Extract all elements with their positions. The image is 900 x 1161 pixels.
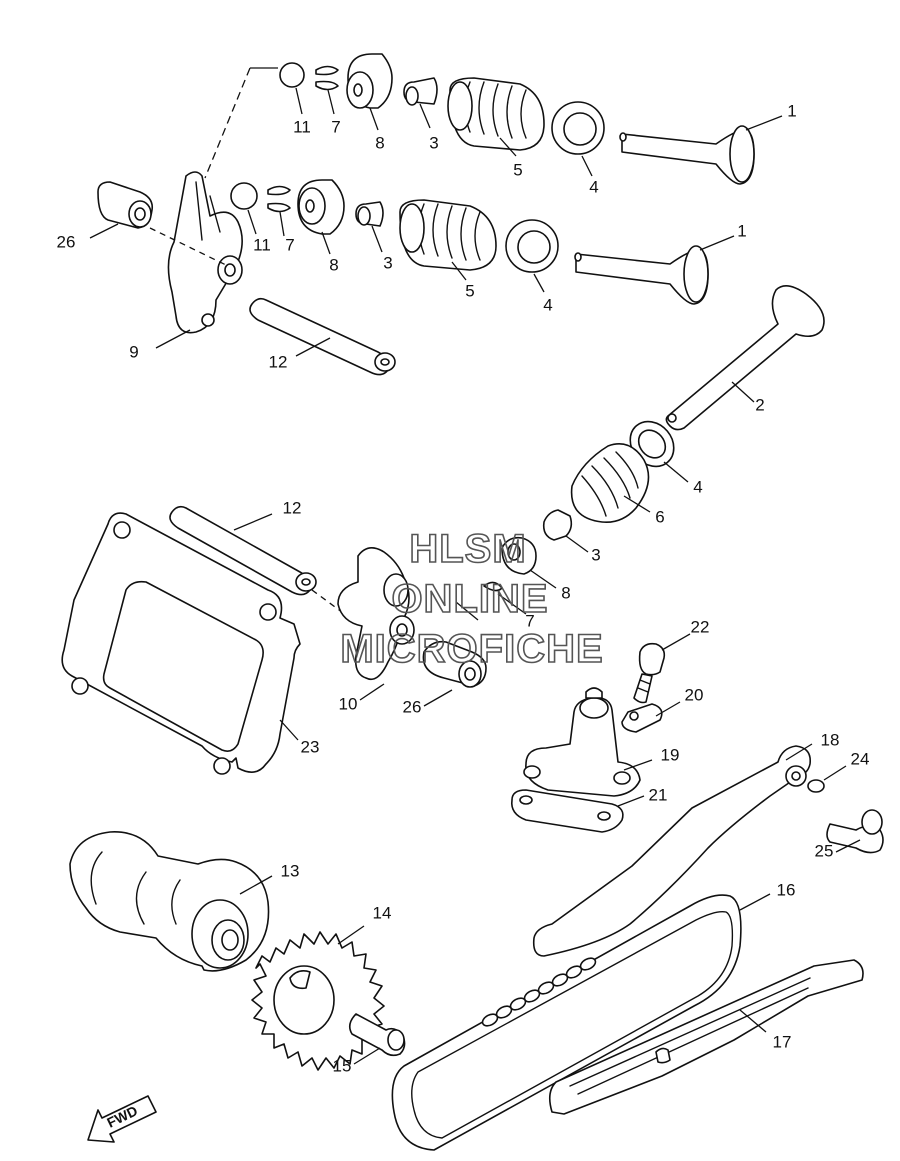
callout-5b: 5 [465,281,474,300]
forward-direction-arrow: FWD [87,1095,157,1143]
camshaft-13 [69,831,270,972]
callout-7c: 7 [525,611,534,630]
tensioner-bolt-22 [633,642,666,704]
callout-3b: 3 [383,253,392,272]
sprocket-bolt-15 [348,1013,406,1057]
valve-spring-6 [570,443,650,524]
spring-retainer-8b [297,179,345,235]
spring-retainer-8 [346,53,393,109]
tensioner-body-19 [523,687,641,797]
valve-cotter-11b [230,182,258,210]
watermark-line-3: MICROFICHE [340,627,603,671]
rocker-arm-upper-9 [167,171,243,334]
valve-clip-7 [315,65,339,91]
valve-seal-3b [355,201,384,227]
valve-seal-3 [403,77,438,106]
callout-8b: 8 [329,255,338,274]
callout-14: 14 [373,903,392,922]
callout-3a: 3 [429,133,438,152]
callout-11a: 11 [293,117,311,136]
callout-16: 16 [777,880,796,899]
valve-clip-7b [267,185,291,213]
callout-23: 23 [301,737,320,756]
callout-8a: 8 [375,133,384,152]
callout-3c: 3 [591,545,600,564]
callout-5a: 5 [513,160,522,179]
callout-17: 17 [773,1032,792,1051]
chain-tensioner-guide-18 [532,745,812,957]
callout-20: 20 [685,685,704,704]
callout-25: 25 [815,841,834,860]
callout-21: 21 [649,785,668,804]
top-valve-assembly [204,53,783,185]
callout-labels: 11 7 8 3 5 4 1 11 7 8 3 5 4 1 26 9 12 2 … [57,101,870,1075]
o-ring-24 [807,779,825,793]
valve-clip-7c [483,581,503,592]
intake-valve-1b [574,245,709,305]
cam-sprocket-14 [251,931,385,1071]
callout-13: 13 [281,861,300,880]
rocker-arm-lower-10 [337,547,415,681]
tensioner-gasket-21 [510,789,624,833]
valve-spring-5b [399,199,497,271]
callout-22: 22 [691,617,710,636]
callout-26a: 26 [57,232,76,251]
callout-1b: 1 [737,221,746,240]
callout-4b: 4 [543,295,552,314]
rocker-sleeve-26b [422,640,487,688]
callout-7b: 7 [285,235,294,254]
callout-18: 18 [821,730,840,749]
cam-chain-16 [391,894,742,1151]
callout-10: 10 [339,694,358,713]
rocker-shaft-12 [249,297,396,376]
callout-4a: 4 [589,177,598,196]
valve-spring-5 [447,77,545,151]
cylinder-head-gasket-23 [61,512,301,775]
spring-seat-4 [551,101,605,155]
callout-12a: 12 [269,352,288,371]
valve-cotter-11 [279,62,305,88]
callout-4c: 4 [693,477,702,496]
callout-1a: 1 [787,101,796,120]
callout-12b: 12 [283,498,302,517]
watermark-line-1: HLSM [409,527,526,571]
chain-guide-17 [548,959,864,1115]
callout-6: 6 [655,507,664,526]
callout-7a: 7 [331,117,340,136]
rocker-sleeve-26 [97,181,229,267]
callout-19: 19 [661,745,680,764]
spring-seat-4b [505,219,559,273]
callout-11b: 11 [253,235,271,254]
watermark-line-2: ONLINE [391,577,548,621]
tensioner-clamp-20 [621,703,663,733]
second-valve-assembly [230,179,735,305]
callout-8c: 8 [561,583,570,602]
watermark: HLSM ONLINE MICROFICHE [340,526,604,672]
callout-9: 9 [129,342,138,361]
spring-retainer-8c [501,536,537,575]
rocker-shaft-12b [169,505,317,596]
callout-24: 24 [851,749,870,768]
chain-links [481,957,597,1027]
callout-26b: 26 [403,697,422,716]
exhaust-valve-2 [665,285,825,431]
pivot-bolt-25 [826,809,884,854]
intake-valve-1 [619,125,755,185]
valve-seal-3c [542,509,573,541]
callout-2: 2 [755,395,764,414]
callout-15: 15 [333,1056,352,1075]
